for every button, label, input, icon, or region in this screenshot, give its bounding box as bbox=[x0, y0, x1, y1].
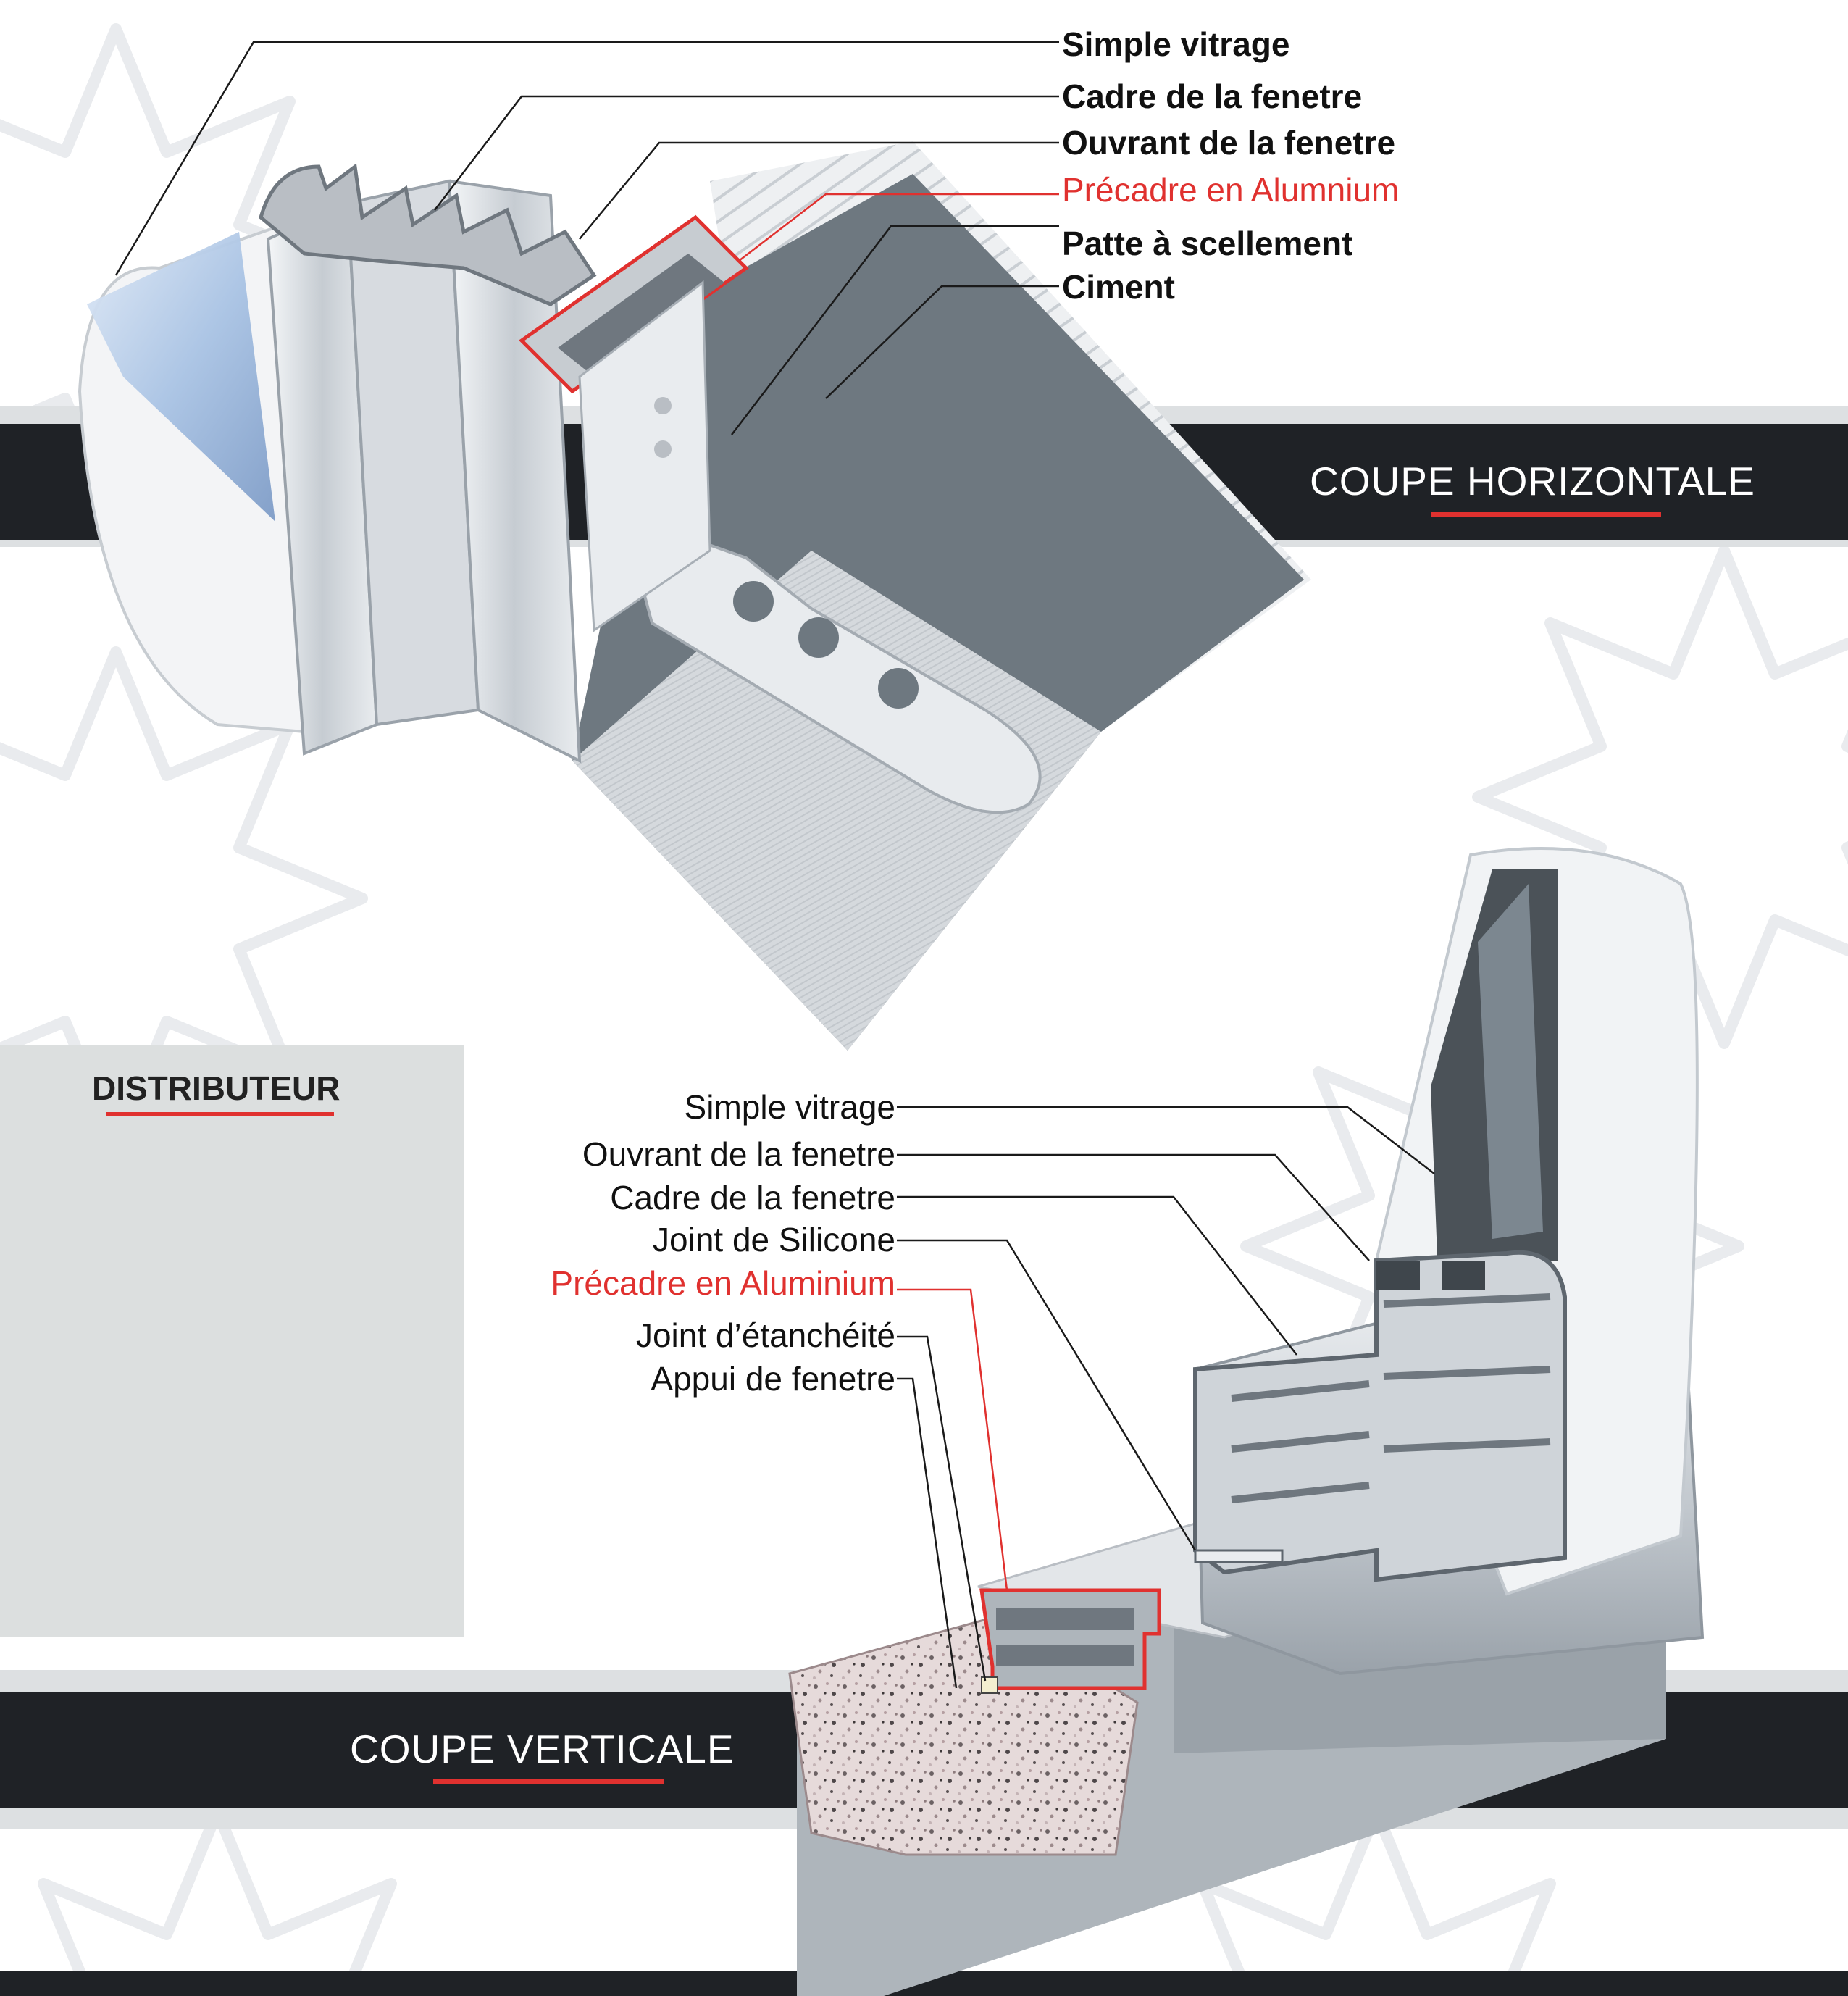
vertical-title-underline bbox=[433, 1779, 664, 1784]
joint-etancheite bbox=[981, 1676, 998, 1694]
v-label-cadre-fenetre: Cadre de la fenetre bbox=[610, 1179, 895, 1216]
h-label-simple-vitrage: Simple vitrage bbox=[1062, 25, 1290, 63]
precadre-aluminium-vertical bbox=[979, 1588, 1161, 1690]
patte-scellement-tab bbox=[621, 511, 1042, 814]
joint-silicone bbox=[1194, 1549, 1284, 1563]
h-label-precadre-aluminium: Précadre en Alumnium bbox=[1062, 171, 1400, 209]
precadre-leader-line-bottom bbox=[897, 1288, 1008, 1591]
horizontal-leader-lines bbox=[114, 41, 1059, 435]
v-label-joint-etancheite: Joint d’étanchéité bbox=[635, 1316, 895, 1354]
vertical-section-title: COUPE VERTICALE bbox=[350, 1726, 735, 1771]
distributor-title: DISTRIBUTEUR bbox=[92, 1069, 340, 1107]
vertical-section-illustration bbox=[788, 847, 1705, 1996]
profile-section-top bbox=[259, 163, 597, 306]
h-label-patte-scellement: Patte à scellement bbox=[1062, 225, 1353, 262]
v-label-ouvrant-fenetre: Ouvrant de la fenetre bbox=[582, 1135, 895, 1173]
distributor-title-underline bbox=[106, 1112, 334, 1116]
horizontal-title-underline bbox=[1431, 512, 1661, 517]
h-label-ouvrant-fenetre: Ouvrant de la fenetre bbox=[1062, 124, 1396, 162]
precadre-leader-line-top bbox=[738, 193, 1059, 262]
vertical-leader-lines bbox=[897, 1106, 1435, 1689]
horizontal-section-title: COUPE HORIZONTALE bbox=[1310, 459, 1755, 504]
v-label-precadre-aluminium: Précadre en Aluminium bbox=[551, 1264, 895, 1302]
h-label-ciment: Ciment bbox=[1062, 268, 1175, 306]
h-label-cadre-fenetre: Cadre de la fenetre bbox=[1062, 78, 1363, 115]
vertical-profile-section bbox=[1193, 1250, 1567, 1582]
horizontal-section-illustration bbox=[78, 141, 1311, 1051]
v-label-appui-fenetre: Appui de fenetre bbox=[651, 1360, 895, 1398]
glass-pane bbox=[87, 232, 275, 522]
brushed-sill bbox=[572, 551, 1101, 1051]
v-label-joint-silicone: Joint de Silicone bbox=[653, 1221, 895, 1258]
distributor-panel bbox=[0, 1045, 464, 1637]
v-label-simple-vitrage: Simple vitrage bbox=[684, 1088, 895, 1126]
